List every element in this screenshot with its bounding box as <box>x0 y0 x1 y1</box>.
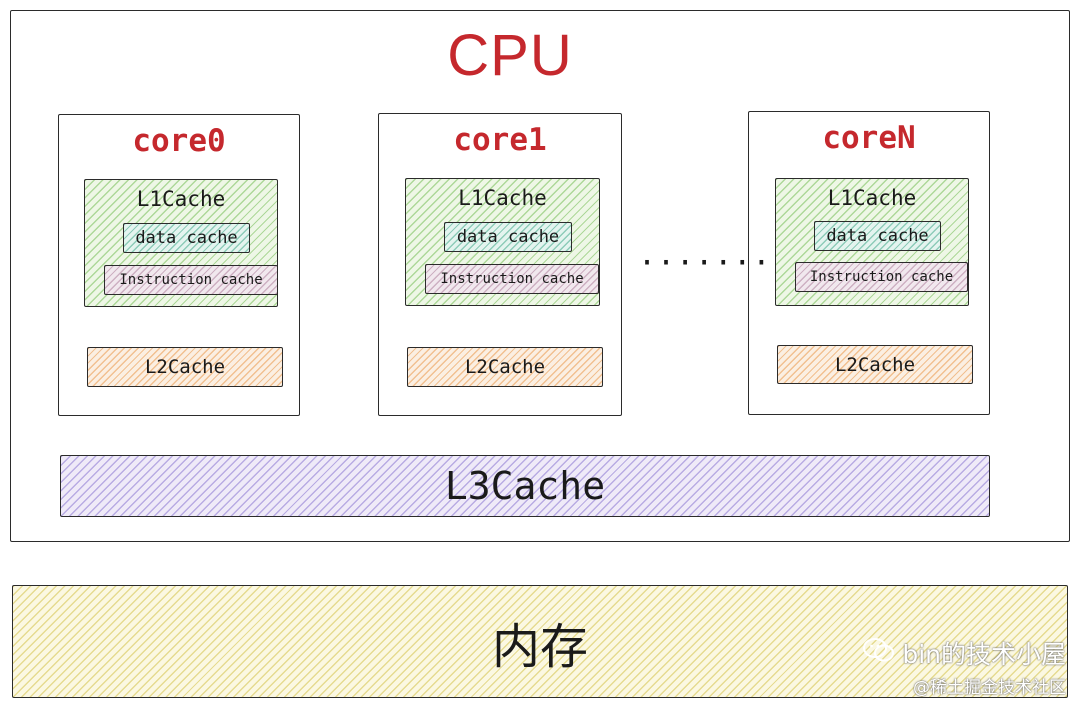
memory-box: 内存 <box>12 585 1068 698</box>
l3-cache-box: L3Cache <box>60 455 990 517</box>
data-cache-box: data cache <box>814 221 941 251</box>
l1-cache-box: L1Cache data cache Instruction cache <box>775 178 969 306</box>
instruction-cache-box: Instruction cache <box>795 262 968 292</box>
cpu-box <box>10 10 1070 542</box>
data-cache-box: data cache <box>123 223 250 253</box>
data-cache-box: data cache <box>444 222 572 252</box>
core-title: core0 <box>132 123 226 159</box>
l2-cache-box: L2Cache <box>87 347 283 387</box>
instruction-cache-box: Instruction cache <box>425 264 599 294</box>
cpu-title: CPU <box>447 23 573 88</box>
watermark: bin的技术小屋 @稀土掘金技术社区 <box>862 635 1066 698</box>
l1-cache-label: L1Cache <box>458 186 547 210</box>
instruction-cache-box: Instruction cache <box>104 265 278 295</box>
l2-cache-box: L2Cache <box>407 347 603 387</box>
core-title: coreN <box>822 120 916 156</box>
core-box-1: core1 L1Cache data cache Instruction cac… <box>378 113 622 416</box>
core-box-n: coreN L1Cache data cache Instruction cac… <box>748 111 990 415</box>
core-box-0: core0 L1Cache data cache Instruction cac… <box>58 114 300 416</box>
l1-cache-box: L1Cache data cache Instruction cache <box>84 179 278 307</box>
l1-cache-label: L1Cache <box>136 187 226 211</box>
watermark-author: bin的技术小屋 <box>902 640 1066 669</box>
l2-cache-box: L2Cache <box>777 345 973 384</box>
l1-cache-box: L1Cache data cache Instruction cache <box>405 178 600 306</box>
core-title: core1 <box>453 122 547 158</box>
l1-cache-label: L1Cache <box>827 186 917 210</box>
watermark-source: @稀土掘金技术社区 <box>913 678 1066 698</box>
wechat-icon <box>862 637 896 669</box>
